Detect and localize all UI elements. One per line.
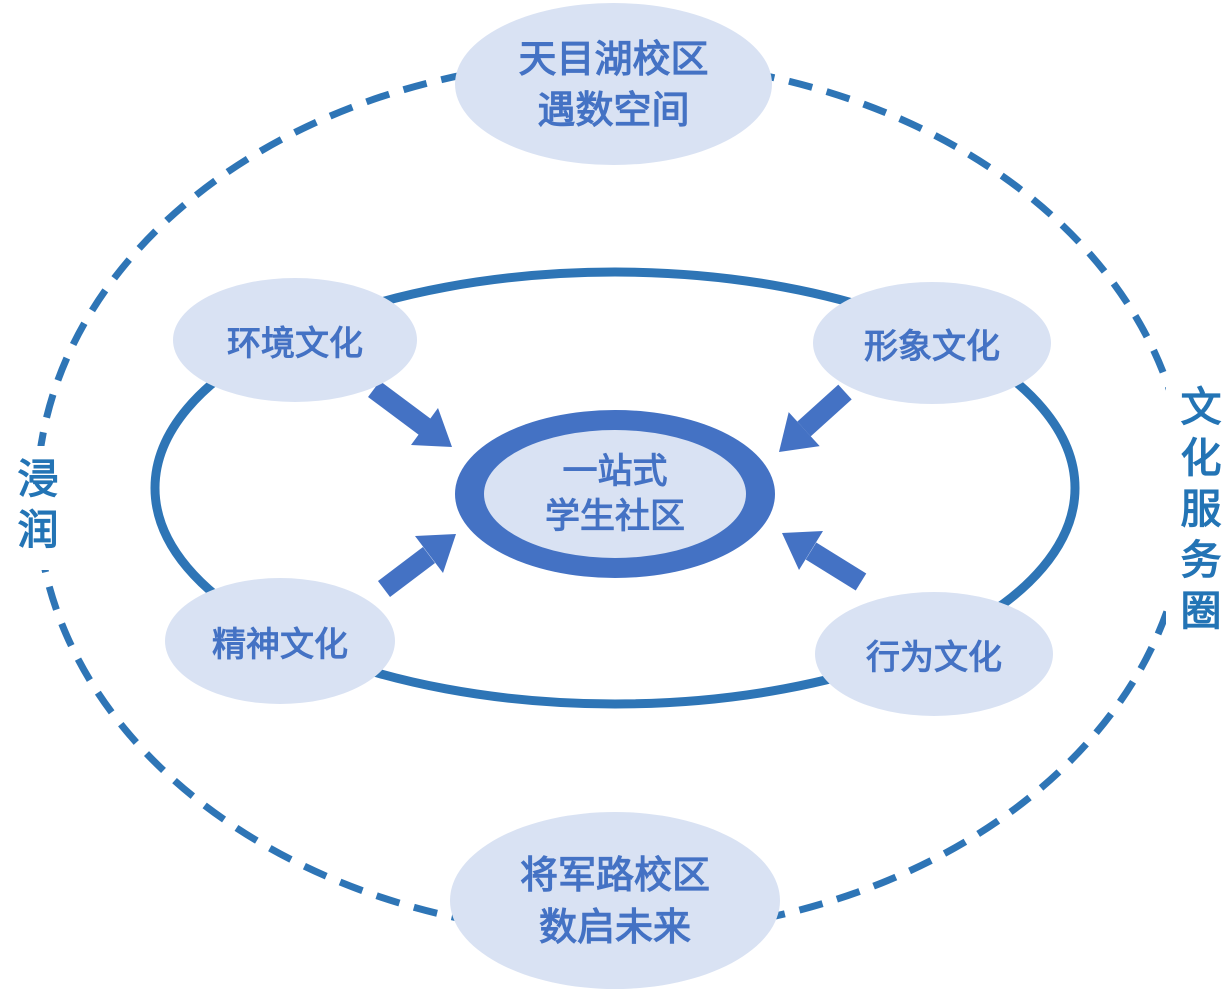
side-label-immersion: 浸润 xyxy=(4,446,64,570)
side-label-culture-service-circle-text: 文化服务圈 xyxy=(1173,384,1221,640)
node-tianmu-campus: 天目湖校区 遇数空间 xyxy=(455,3,772,165)
arrow-behavior-to-center-icon xyxy=(782,531,867,591)
node-spirit-culture-label: 精神文化 xyxy=(212,624,348,665)
node-jiangjun-campus: 将军路校区 数启未来 xyxy=(450,812,780,989)
node-environment-culture: 环境文化 xyxy=(173,278,417,402)
arrow-env-to-center-icon xyxy=(368,380,452,447)
node-center-line2: 学生社区 xyxy=(544,496,685,537)
side-label-culture-service-circle: 文化服务圈 xyxy=(1166,378,1228,646)
node-one-stop-student-community: 一站式 学生社区 xyxy=(484,430,746,558)
solid-immersion-ring xyxy=(150,267,1080,709)
node-behavior-culture: 行为文化 xyxy=(815,592,1053,716)
node-center-line1: 一站式 xyxy=(562,450,668,492)
node-tianmu-campus-line2: 遇数空间 xyxy=(537,87,690,132)
node-tianmu-campus-line1: 天目湖校区 xyxy=(518,35,709,81)
node-image-culture: 形象文化 xyxy=(813,282,1051,404)
node-behavior-culture-label: 行为文化 xyxy=(866,637,1002,678)
node-image-culture-label: 形象文化 xyxy=(864,326,1000,367)
node-jiangjun-campus-line1: 将军路校区 xyxy=(519,852,710,898)
node-environment-culture-label: 环境文化 xyxy=(227,323,363,364)
side-label-immersion-text: 浸润 xyxy=(10,457,58,559)
node-spirit-culture: 精神文化 xyxy=(165,578,395,704)
node-jiangjun-campus-line2: 数启未来 xyxy=(538,903,691,949)
arrow-spirit-to-center-icon xyxy=(377,534,456,597)
node-center-ring: 一站式 学生社区 xyxy=(455,410,775,578)
arrow-image-to-center-icon xyxy=(779,384,852,452)
